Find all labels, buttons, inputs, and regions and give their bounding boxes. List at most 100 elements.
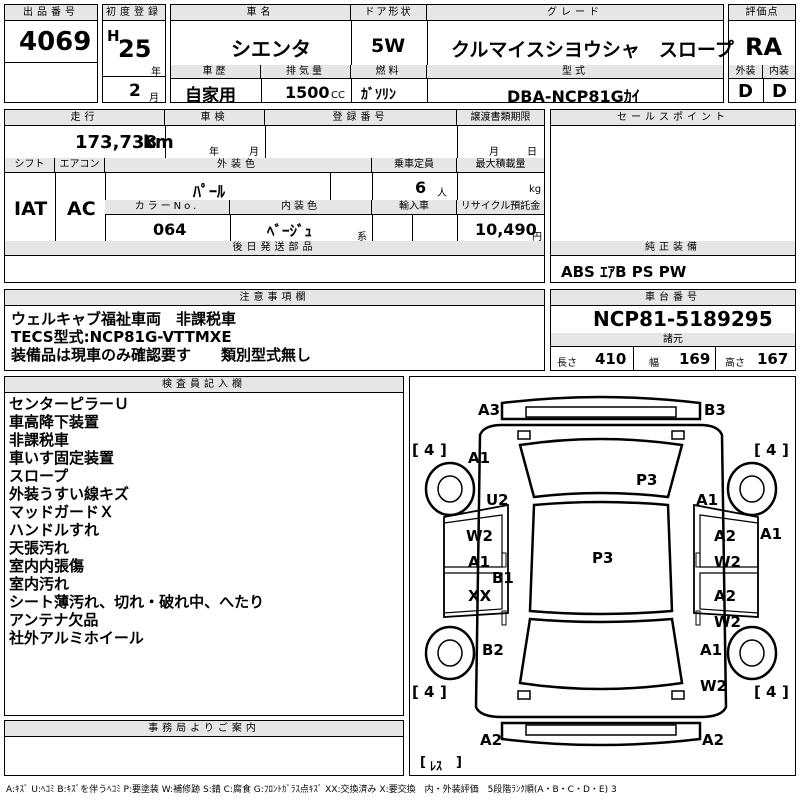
mileage-label: 走行 [5,110,165,126]
model-label: 型式 [427,65,723,79]
damage-mark: W2 [714,553,741,571]
dims-label: 諸元 [551,333,795,347]
damage-mark: A2 [714,527,737,545]
damage-mark: A2 [714,587,737,605]
year-unit: 年 [151,67,161,78]
vehicle-info-box: 車名 ドア形状 グレード シエンタ 5W クルマイスシヨウシャ スロープ 車歴 … [170,4,734,106]
chassis-number: NCP81-5189295 [593,307,773,331]
persons-unit: 人 [437,188,447,199]
inspector-box: 検査員記入欄 センターピラーＵ 車高降下装置 非課税車 車いす固定装置 スロープ… [4,376,404,716]
doors: 5W [371,35,406,57]
damage-mark: A3 [478,401,501,419]
caution-line: 装備品は現車のみ確認要す 類別型式無し [11,346,312,364]
color-no: 064 [153,220,187,239]
spare-label: ﾚｽ [430,759,443,773]
inspector-line: シート薄汚れ、切れ・破れ中、へたり [9,593,265,611]
damage-mark: XX [468,587,492,605]
damage-mark: W2 [700,677,727,695]
inspector-line: 非課税車 [9,431,70,449]
damage-mark: A1 [696,491,719,509]
tire-fl: 4 [424,441,435,459]
length: 410 [595,350,627,368]
inspector-line: センターピラーＵ [9,395,130,413]
inspector-line: 外装うすい線キズ [9,485,130,503]
tire-rl: 4 [424,683,435,701]
reg-month: 2 [129,81,141,101]
spare-bracket-open: [ [420,755,426,770]
first-reg-box: 初度登録 H 25 年 2 月 [102,4,166,104]
transfer-day: 日 [527,147,537,158]
caution-box: 注意事項欄 ウェルキャブ福祉車両 非課税車 TECS型式:NCP81G-VTTM… [4,289,545,371]
damage-mark: B2 [482,641,504,659]
width: 169 [679,350,711,368]
model: DBA-NCP81Gｶｲ [507,87,640,106]
office-box: 事務局よりご案内 [4,720,404,776]
insp-month-unit: 月 [249,147,259,158]
exterior-score: D [738,81,753,102]
displacement-label: 排気量 [261,65,351,79]
tire-rr: 4 [766,683,777,701]
interior-label: 内装 [763,65,795,79]
grade: クルマイスシヨウシャ スロープ [451,39,734,61]
fuel-label: 燃料 [351,65,427,79]
lot-number: 4069 [19,27,92,57]
damage-mark: W2 [714,613,741,631]
reg-no-label: 登録番号 [265,110,457,126]
mileage: 173,738 [75,132,157,153]
caution-line: TECS型式:NCP81G-VTTMXE [11,328,232,346]
equipment-label: 純正装備 [551,241,795,256]
damage-mark: A2 [702,731,725,749]
ac: AC [67,198,96,220]
transfer-month: 月 [489,147,499,158]
displacement: 1500 [285,83,330,102]
car-name: シエンタ [231,37,311,61]
inspector-line: 車いす固定装置 [9,449,115,467]
era: H [107,27,120,45]
office-label: 事務局よりご案内 [5,721,403,737]
insp-year-unit: 年 [209,147,219,158]
recycle-label: リサイクル預託金 [457,200,544,215]
damage-mark: W2 [466,527,493,545]
damage-mark: P3 [592,549,614,567]
damage-mark: A1 [468,553,491,571]
tire-bracket-close: ] [782,441,789,459]
caution-label: 注意事項欄 [5,290,544,306]
int-color-label: 内装色 [230,200,372,215]
import-label: 輸入車 [372,200,457,215]
month-unit: 月 [149,93,159,104]
grade-label: グレード [427,5,723,21]
damage-mark: U2 [486,491,509,509]
inspection-label: 車検 [165,110,265,126]
chassis-box: 車台番号 NCP81-5189295 諸元 長さ 410 幅 169 高さ 16… [550,289,796,371]
spare-bracket-close: ] [456,755,462,770]
first-reg-label: 初度登録 [103,5,165,21]
damage-mark: A1 [468,449,491,467]
legend: A:ｷｽﾞ U:ﾍｺﾐ B:ｷｽﾞを伴うﾍｺﾐ P:要塗装 W:補修跡 S:錆 … [6,785,617,795]
load-label: 最大積載量 [457,158,544,173]
inspector-line: スロープ [9,467,69,485]
exterior-label: 外装 [729,65,763,79]
sales-point-label: セールスポイント [551,110,795,126]
width-label: 幅 [649,358,659,369]
inspector-label: 検査員記入欄 [5,377,403,393]
inspector-line: 室内汚れ [9,575,70,593]
chassis-label: 車台番号 [551,290,795,306]
tire-bracket-open: [ [754,683,761,701]
shift: IAT [14,198,48,220]
damage-mark: P3 [636,471,658,489]
tire-bracket-open: [ [412,441,419,459]
capacity-label: 乗車定員 [372,158,457,173]
tire-fr: 4 [766,441,777,459]
score: RA [745,33,783,61]
car-diagram: [ 4 ] [ 4 ] [ 4 ] [ 4 ] A3 B3 A1 P3 U2 A… [409,376,796,776]
tire-bracket-close: ] [440,441,447,459]
inspector-line: 室内内張傷 [9,557,85,575]
inspector-line: 車高降下装置 [9,413,100,431]
lot-box: 出品番号 4069 [4,4,98,103]
transfer-label: 譲渡書類期限 [457,110,544,126]
history: 自家用 [185,86,236,106]
recycle: 10,490 [475,220,537,239]
color-label: 外装色 [105,158,372,173]
damage-mark: A2 [480,731,503,749]
details-box: 走行 車検 登録番号 譲渡書類期限 173,738 km 年 月 月 日 シフト… [4,109,545,283]
